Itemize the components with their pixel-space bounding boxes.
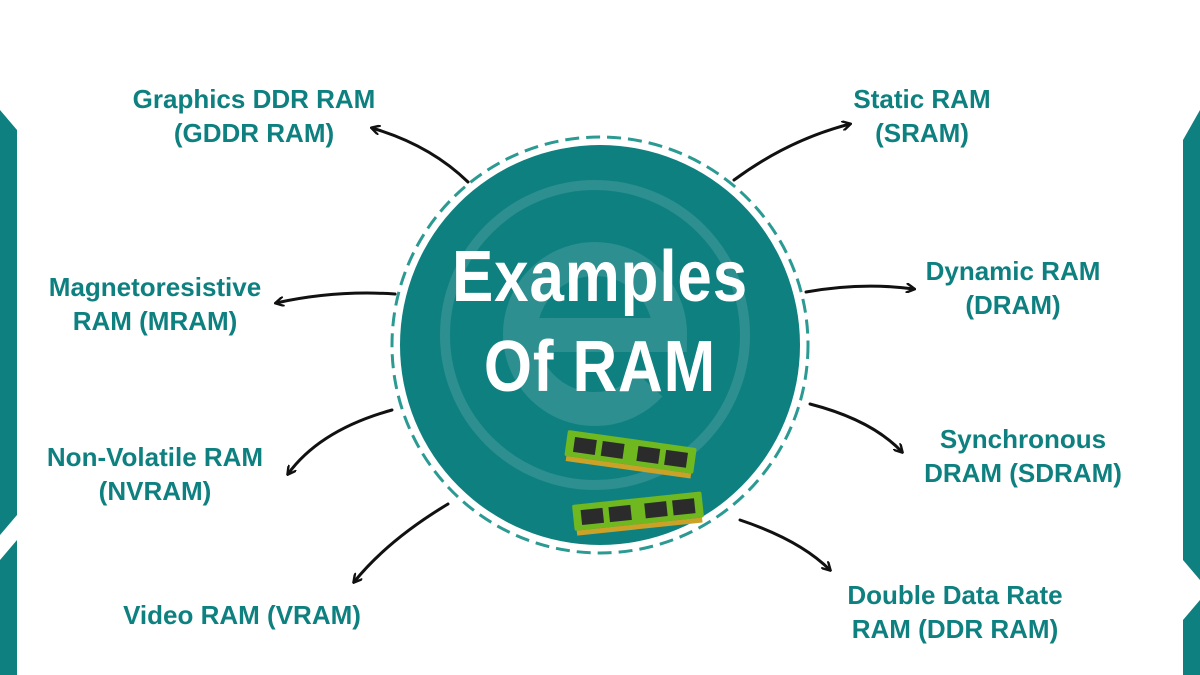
center-circle	[400, 145, 800, 545]
label-ddr: Double Data Rate RAM (DDR RAM)	[820, 578, 1090, 646]
arrow-to-dram	[804, 286, 914, 292]
label-dram-line2: (DRAM)	[965, 290, 1061, 320]
label-vram: Video RAM (VRAM)	[92, 598, 392, 632]
arrow-to-sram	[732, 124, 850, 182]
label-sdram: Synchronous DRAM (SDRAM)	[898, 422, 1148, 490]
label-ddr-line2: RAM (DDR RAM)	[851, 614, 1059, 644]
arrow-to-ddr	[738, 518, 830, 570]
label-gddr-line1: Graphics DDR RAM	[132, 84, 376, 114]
label-vram-line1: Video RAM (VRAM)	[123, 600, 361, 630]
label-gddr: Graphics DDR RAM (GDDR RAM)	[104, 82, 404, 150]
arrow-to-sdram	[808, 402, 902, 452]
label-mram-line2: RAM (MRAM)	[72, 306, 238, 336]
diagram-title: Examples Of RAM	[428, 232, 772, 412]
ram-module-bottom	[572, 491, 704, 536]
label-sram-line2: (SRAM)	[875, 118, 969, 148]
arrow-to-mram	[276, 291, 397, 303]
right-edge-panel	[1183, 110, 1200, 580]
label-dram: Dynamic RAM (DRAM)	[903, 254, 1123, 322]
ram-module-top	[564, 430, 697, 479]
left-edge-panel-lower	[0, 540, 17, 675]
label-sram-line1: Static RAM	[853, 84, 991, 114]
logo-watermark-icon	[440, 180, 750, 490]
arrow-to-nvram	[288, 408, 394, 474]
label-sram: Static RAM (SRAM)	[812, 82, 1032, 150]
title-line-1: Examples	[451, 237, 749, 317]
label-mram-line1: Magnetoresistive	[48, 272, 262, 302]
label-dram-line1: Dynamic RAM	[925, 256, 1101, 286]
arrow-to-gddr	[372, 128, 470, 184]
ram-modules-icon	[564, 430, 704, 536]
title-line-2: Of RAM	[483, 327, 717, 407]
label-sdram-line1: Synchronous	[939, 424, 1107, 454]
label-nvram: Non-Volatile RAM (NVRAM)	[20, 440, 290, 508]
label-mram: Magnetoresistive RAM (MRAM)	[20, 270, 290, 338]
label-sdram-line2: DRAM (SDRAM)	[924, 458, 1122, 488]
label-gddr-line2: (GDDR RAM)	[173, 118, 335, 148]
label-nvram-line1: Non-Volatile RAM	[46, 442, 264, 472]
label-ddr-line1: Double Data Rate	[847, 580, 1063, 610]
arrow-to-vram	[354, 502, 450, 582]
label-nvram-line2: (NVRAM)	[98, 476, 212, 506]
left-edge-panel	[0, 110, 17, 535]
right-edge-panel-lower	[1183, 600, 1200, 675]
